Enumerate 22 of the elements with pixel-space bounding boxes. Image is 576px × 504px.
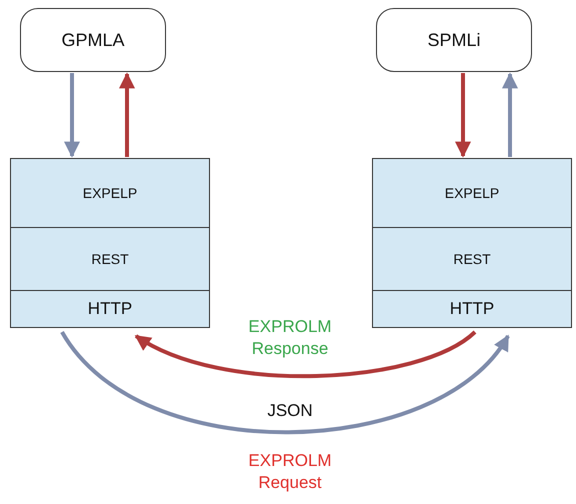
arrow [455,73,471,158]
node-label: SPMLi [427,30,480,50]
node-label: HTTP [450,299,494,319]
layer-box [372,227,572,291]
arrow [60,330,510,434]
layer-box [372,290,572,328]
arrow [64,73,80,158]
node-label: REST [91,251,129,267]
system-box [20,8,166,72]
node-label: REST [453,251,491,267]
node-label: GPMLA [61,30,125,50]
arrow [119,72,135,157]
layer-box [10,290,210,328]
arrow [134,330,476,378]
layer-box [372,158,572,228]
node-label: EXPELP [82,185,138,201]
layer-box [10,158,210,228]
system-box [376,8,532,72]
node-label: EXPELP [444,185,500,201]
arrow [502,72,518,157]
node-label: HTTP [88,299,132,319]
layer-box [10,227,210,291]
